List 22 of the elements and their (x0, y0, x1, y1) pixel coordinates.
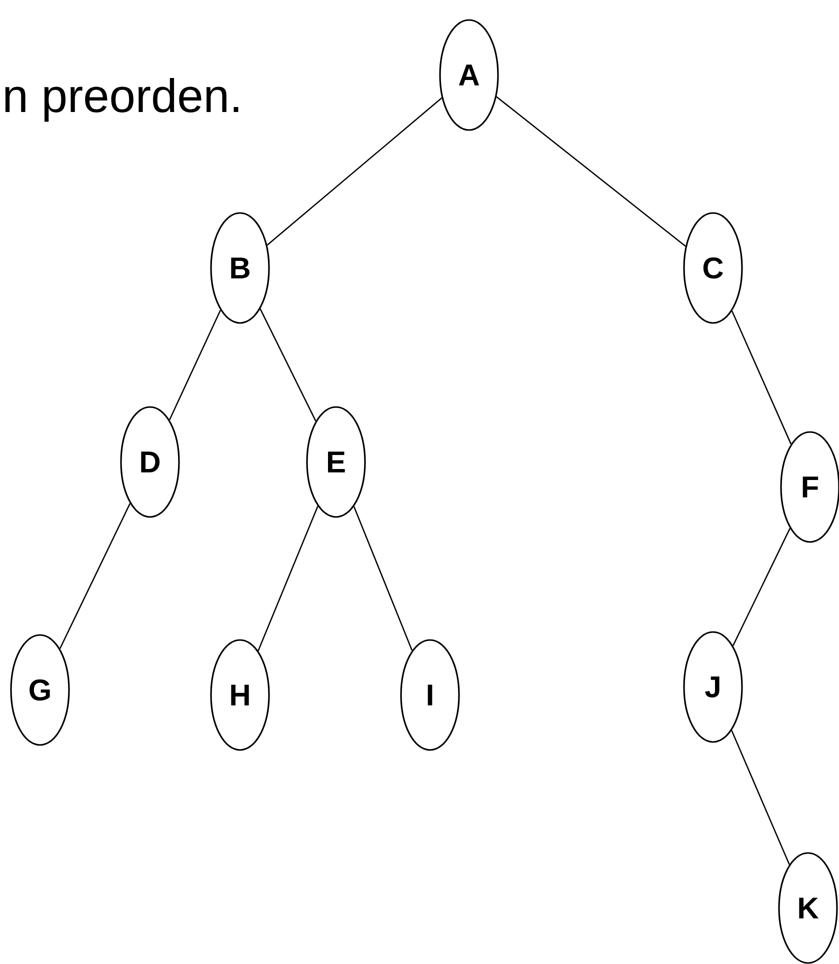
edge-line (731, 310, 792, 444)
edge-line (353, 506, 413, 651)
tree-node: D (120, 406, 180, 518)
edge-line (168, 310, 222, 420)
tree-node: B (210, 212, 270, 324)
tree-node: H (210, 639, 270, 751)
edge-line (258, 506, 318, 652)
edge-line (496, 96, 686, 247)
edge-line (59, 503, 131, 649)
tree-node: I (400, 639, 460, 751)
tree-node: J (683, 631, 743, 743)
edge-line (732, 528, 791, 646)
edge-line (266, 97, 442, 246)
heading-text: n preorden. (5, 78, 238, 122)
tree-node: F (780, 431, 839, 543)
tree-node: C (683, 212, 743, 324)
tree-node: G (10, 634, 70, 746)
tree-node: A (439, 19, 499, 131)
tree-node: E (306, 406, 366, 518)
tree-node: K (778, 852, 838, 964)
edge-line (260, 308, 316, 422)
edge-line (731, 730, 790, 865)
